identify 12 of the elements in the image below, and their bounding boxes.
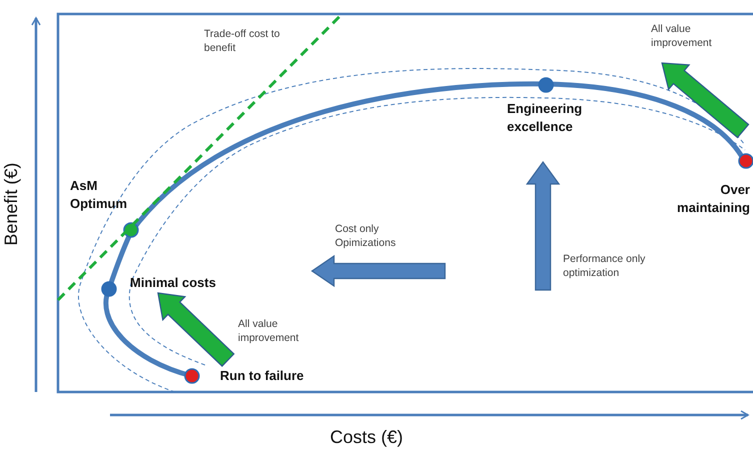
point-label: Minimal costs [130,274,217,292]
annotation-text: All value improvement [238,317,300,346]
annotation-text: Cost only Opimizations [335,222,397,250]
axis-title: Benefit (€) [0,162,22,248]
annotation-text: All value improvement [651,22,713,50]
point-label: Over maintaining [676,181,750,216]
point-label: Run to failure [220,367,305,385]
annotation-text: Performance only optimization [563,252,646,280]
annotation-text: Trade-off cost to benefit [204,27,281,56]
point-label: AsM Optimum [70,177,128,212]
point-label: Engineering excellence [507,100,584,136]
axis-title: Costs (€) [330,426,404,449]
